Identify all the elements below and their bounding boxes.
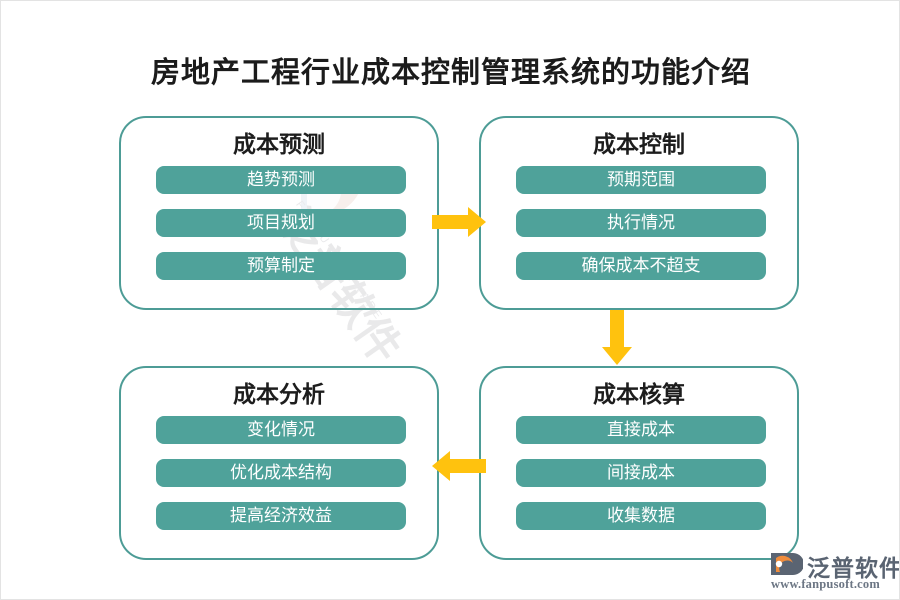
list-item[interactable]: 预期范围 xyxy=(516,166,766,194)
list-item[interactable]: 执行情况 xyxy=(516,209,766,237)
card-item-list-cost-analysis: 变化情况 优化成本结构 提高经济效益 xyxy=(156,416,406,530)
card-cost-accounting[interactable]: 成本核算 直接成本 间接成本 收集数据 xyxy=(479,366,799,560)
card-title-cost-forecast: 成本预测 xyxy=(233,132,325,157)
arrow-down-icon xyxy=(602,310,632,365)
card-cost-analysis[interactable]: 成本分析 变化情况 优化成本结构 提高经济效益 xyxy=(119,366,439,560)
list-item[interactable]: 项目规划 xyxy=(156,209,406,237)
arrow-left-icon xyxy=(432,451,486,481)
card-title-cost-analysis: 成本分析 xyxy=(233,382,325,407)
card-item-list-cost-control: 预期范围 执行情况 确保成本不超支 xyxy=(516,166,766,280)
brand-logo: 泛普软件 www.fanpusoft.com xyxy=(769,549,899,595)
card-cost-forecast[interactable]: 成本预测 趋势预测 项目规划 预算制定 xyxy=(119,116,439,310)
card-title-cost-control: 成本控制 xyxy=(593,132,685,157)
list-item[interactable]: 间接成本 xyxy=(516,459,766,487)
list-item[interactable]: 优化成本结构 xyxy=(156,459,406,487)
brand-url: www.fanpusoft.com xyxy=(771,577,880,591)
card-title-cost-accounting: 成本核算 xyxy=(593,382,685,407)
list-item[interactable]: 确保成本不超支 xyxy=(516,252,766,280)
list-item[interactable]: 预算制定 xyxy=(156,252,406,280)
list-item[interactable]: 趋势预测 xyxy=(156,166,406,194)
brand-name: 泛普软件 xyxy=(807,556,900,581)
arrow-right-icon xyxy=(432,207,486,237)
card-cost-control[interactable]: 成本控制 预期范围 执行情况 确保成本不超支 xyxy=(479,116,799,310)
list-item[interactable]: 提高经济效益 xyxy=(156,502,406,530)
list-item[interactable]: 变化情况 xyxy=(156,416,406,444)
list-item[interactable]: 收集数据 xyxy=(516,502,766,530)
page-title: 房地产工程行业成本控制管理系统的功能介绍 xyxy=(150,57,751,89)
list-item[interactable]: 直接成本 xyxy=(516,416,766,444)
fanpu-logo-icon xyxy=(771,553,803,575)
card-item-list-cost-forecast: 趋势预测 项目规划 预算制定 xyxy=(156,166,406,280)
card-item-list-cost-accounting: 直接成本 间接成本 收集数据 xyxy=(516,416,766,530)
